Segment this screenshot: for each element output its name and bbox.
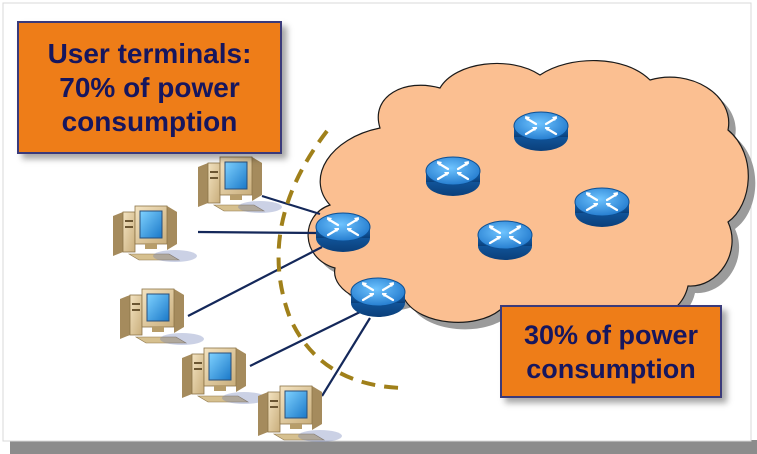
network-power-callout: 30% of power consumption	[500, 305, 722, 398]
link-terminal-1	[261, 194, 321, 216]
link-terminal-5	[321, 317, 371, 397]
callout-line: consumption	[526, 353, 696, 384]
link-terminal-2	[197, 230, 319, 235]
router-icon	[424, 155, 482, 198]
router-icon	[573, 186, 631, 229]
terminals-power-callout: User terminals: 70% of power consumption	[17, 21, 282, 154]
terminal-links	[187, 194, 371, 397]
callout-line: 30% of power	[523, 319, 699, 350]
callout-line: User terminals:	[47, 37, 252, 69]
link-terminal-4	[249, 311, 361, 367]
callout-line: 70% of power	[59, 71, 240, 103]
link-terminal-3	[187, 246, 323, 317]
router-icon	[476, 219, 534, 262]
callout-line: consumption	[61, 105, 238, 137]
router-icon	[349, 276, 407, 319]
access-boundary-line	[276, 129, 403, 390]
router-icon	[314, 211, 372, 254]
network-cloud	[307, 60, 749, 329]
page-shadow	[10, 440, 757, 454]
router-icon	[512, 110, 570, 153]
